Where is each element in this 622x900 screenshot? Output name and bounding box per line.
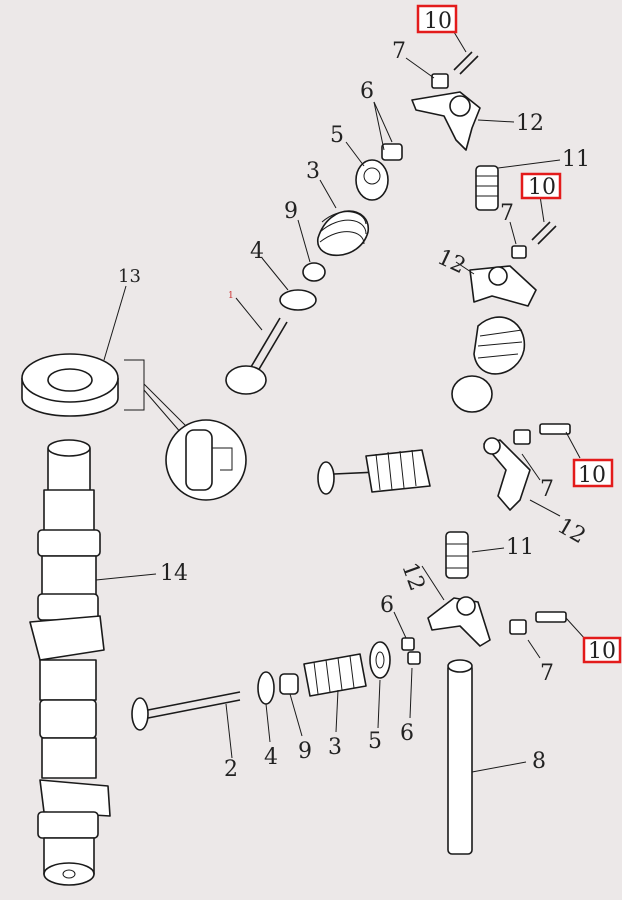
label-10-lower-right: 10 [588, 639, 616, 664]
label-12-lower: 12 [396, 560, 429, 595]
label-4-top: 4 [250, 239, 264, 264]
label-5-top: 5 [330, 123, 344, 148]
label-4-lower: 4 [264, 745, 278, 770]
lower-valve [131, 691, 241, 731]
label-9-top: 9 [284, 199, 298, 224]
label-7-top: 7 [392, 39, 406, 64]
top-adjusting-nut [431, 73, 449, 89]
lower-adjusting-nut [509, 619, 527, 635]
label-7-lower: 7 [540, 661, 554, 686]
label-12-upper: 12 [433, 245, 469, 279]
top-spring-retainer [355, 159, 389, 201]
top-valve-spring [317, 210, 369, 257]
label-2: 2 [224, 757, 238, 782]
camshaft [29, 439, 111, 886]
top-valve-seal-ring [279, 289, 317, 311]
label-6-lower: 6 [400, 721, 414, 746]
lower-valve-spring [303, 653, 367, 697]
label-12-top: 12 [516, 111, 544, 136]
middle-adjusting-screw [539, 423, 571, 435]
top-adjusting-screw [453, 51, 479, 75]
highlight-box-10-upper-right [520, 172, 562, 200]
upper-adjusting-nut [511, 245, 527, 259]
lower-rocker-arm [427, 596, 491, 647]
top-rocker-arm [411, 91, 481, 151]
label-7-middle: 7 [540, 477, 554, 502]
label-6-lower-upper: 6 [380, 593, 394, 618]
top-valve-stem-seal [302, 262, 326, 282]
lower-valve-seal-ring [257, 671, 275, 705]
middle-rocker-arm [483, 437, 531, 511]
lower-valve-cotters [401, 637, 421, 665]
leader-lines [95, 31, 587, 773]
label-6-top: 6 [360, 79, 374, 104]
lower-rocker-spring [445, 531, 469, 579]
top-valve-cotters [381, 143, 403, 161]
label-3-top: 3 [306, 159, 320, 184]
label-5-lower: 5 [368, 729, 382, 754]
middle-adjusting-nut [513, 429, 531, 445]
label-11-top: 11 [562, 147, 590, 172]
camshaft-washer [21, 353, 247, 501]
label-7-upper: 7 [500, 201, 514, 226]
push-rod [447, 659, 473, 855]
highlight-box-10-middle-right [572, 458, 614, 488]
label-11-lower: 11 [506, 535, 534, 560]
label-13: 13 [118, 266, 141, 287]
top-intake-valve [225, 317, 288, 395]
upper-adjusting-screw [531, 221, 557, 245]
upper-valve-assembly [451, 316, 526, 413]
upper-rocker-spring [475, 165, 499, 211]
upper-rocker-arm [469, 265, 537, 307]
label-10-top: 10 [424, 9, 452, 34]
lower-adjusting-screw [535, 611, 567, 623]
label-3-lower: 3 [328, 735, 342, 760]
middle-valve-spring [365, 449, 431, 493]
label-9-lower: 9 [298, 739, 312, 764]
label-10-middle-right: 10 [578, 463, 606, 488]
label-10-upper-right: 10 [528, 175, 556, 200]
label-14: 14 [160, 561, 188, 586]
label-12-middle: 12 [553, 514, 590, 550]
lower-valve-stem-seal [279, 673, 299, 695]
label-1: 1 [228, 291, 234, 301]
highlight-box-10-top [416, 4, 458, 34]
highlight-box-10-lower-right [582, 636, 622, 664]
label-8: 8 [532, 749, 546, 774]
lower-spring-retainer [369, 641, 391, 679]
